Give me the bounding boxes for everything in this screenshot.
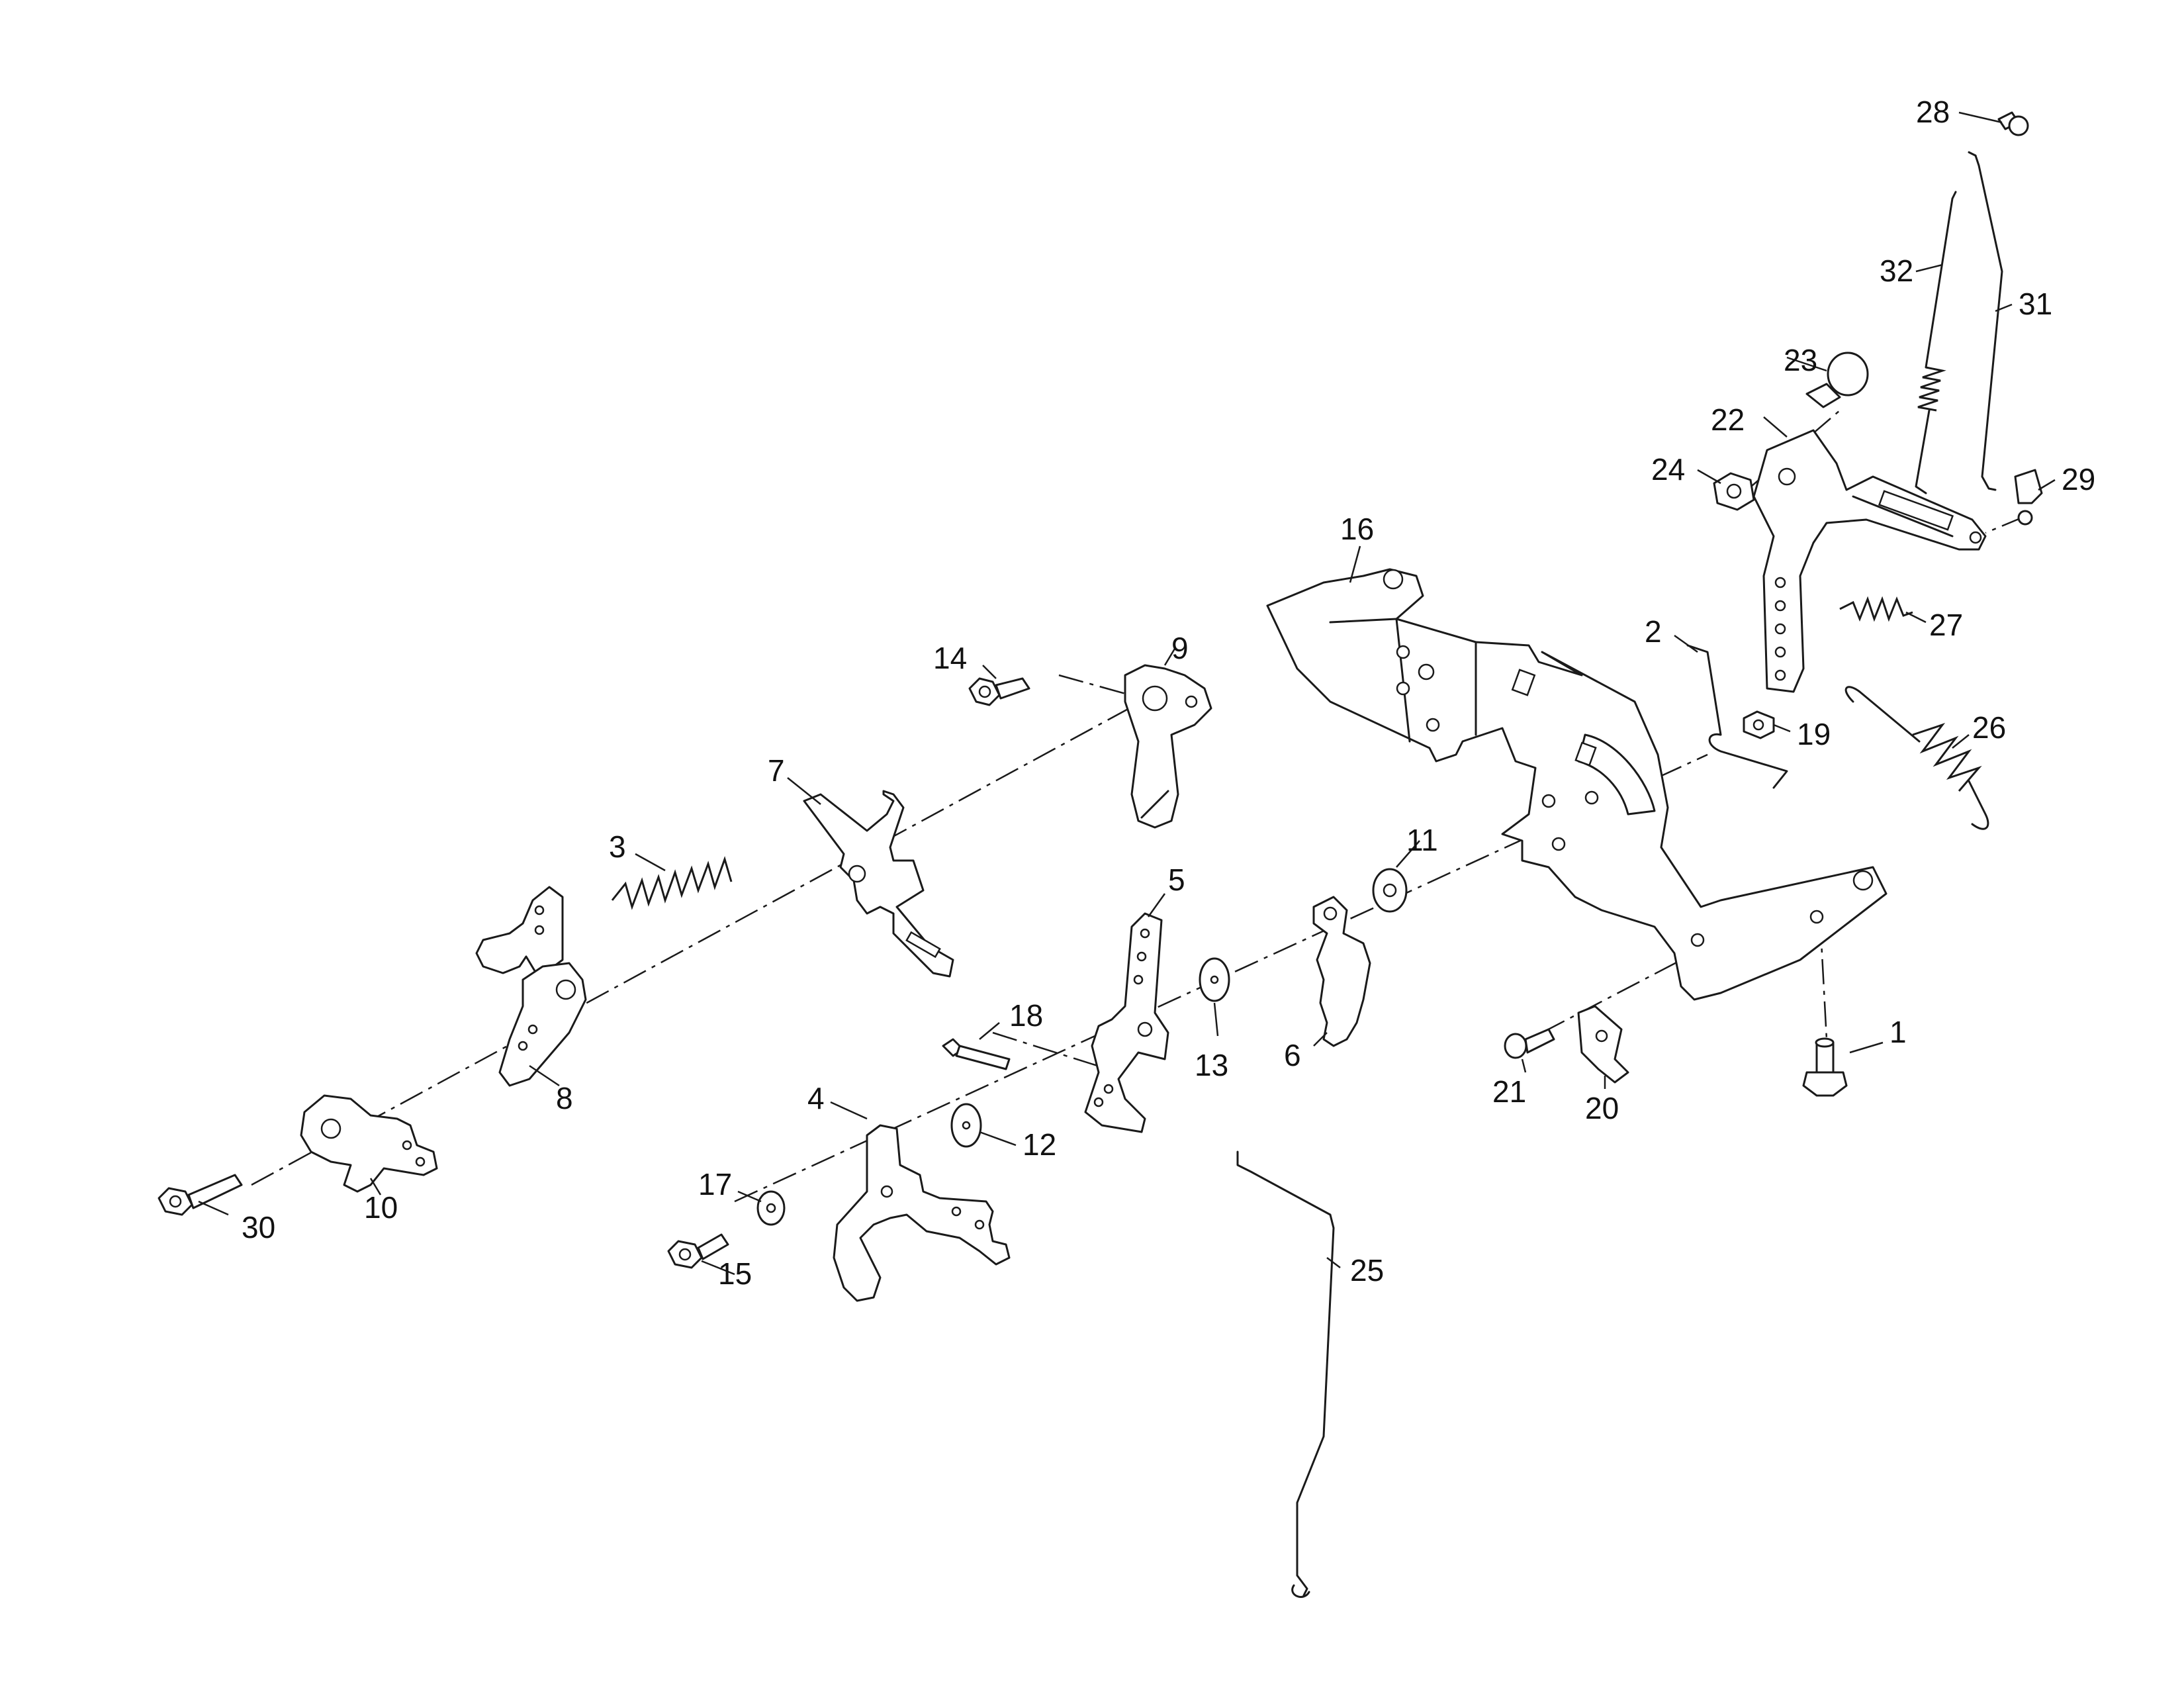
washer-13 <box>1199 957 1230 1002</box>
clip-29 <box>2014 469 2043 526</box>
callout-labels: 1 2 3 4 5 6 7 8 9 10 11 12 13 14 15 16 1… <box>242 95 2095 1291</box>
callout-24: 24 <box>1651 452 1685 487</box>
spring-3 <box>611 856 733 910</box>
callout-2: 2 <box>1645 614 1662 649</box>
wire-spring-2 <box>1686 644 1788 789</box>
callout-6: 6 <box>1284 1038 1301 1072</box>
callout-25: 25 <box>1350 1253 1384 1288</box>
callout-27: 27 <box>1929 608 1963 642</box>
callout-8: 8 <box>556 1081 573 1115</box>
callout-5: 5 <box>1168 863 1185 897</box>
callout-29: 29 <box>2062 462 2095 496</box>
callout-21: 21 <box>1492 1074 1526 1109</box>
pin-18 <box>942 1038 1011 1070</box>
leader-lines <box>198 111 2056 1276</box>
callout-30: 30 <box>242 1210 275 1244</box>
callout-31: 31 <box>2019 287 2052 321</box>
knob <box>1805 352 1869 408</box>
bracket-4 <box>833 1124 1011 1302</box>
washer-11 <box>1372 868 1408 913</box>
lever-8 <box>475 886 587 1087</box>
callout-1: 1 <box>1889 1015 1907 1049</box>
screw-21 <box>1504 1028 1555 1059</box>
clamp-20 <box>1577 1005 1629 1084</box>
callout-13: 13 <box>1195 1048 1228 1082</box>
main-bracket-plate <box>1266 568 1888 1001</box>
lever-5 <box>1084 912 1169 1133</box>
bolt-14 <box>968 677 1030 706</box>
rod-25 <box>1236 1150 1335 1598</box>
callout-10: 10 <box>364 1190 398 1225</box>
callout-7: 7 <box>768 753 785 788</box>
callout-12: 12 <box>1023 1127 1056 1162</box>
washer-12 <box>950 1103 982 1148</box>
callout-9: 9 <box>1171 631 1189 665</box>
callout-14: 14 <box>933 641 967 675</box>
callout-20: 20 <box>1585 1091 1619 1125</box>
callout-3: 3 <box>609 829 626 864</box>
callout-28: 28 <box>1916 95 1950 129</box>
small-bolt-28 <box>1997 111 2029 136</box>
callout-19: 19 <box>1797 717 1831 751</box>
spring-rod-32 <box>1915 191 1957 494</box>
lever-6 <box>1312 896 1371 1047</box>
callout-23: 23 <box>1784 343 1817 377</box>
spring-27 <box>1839 596 1913 622</box>
control-arm <box>1752 429 1987 693</box>
callout-32: 32 <box>1880 254 1913 288</box>
callout-18: 18 <box>1009 998 1043 1033</box>
washer-17 <box>756 1190 786 1226</box>
callout-17: 17 <box>698 1167 732 1201</box>
plate-9 <box>1124 664 1212 829</box>
bolt-1 <box>1802 1037 1848 1097</box>
callout-22: 22 <box>1711 402 1745 437</box>
rod-31 <box>1968 151 2003 491</box>
plate-10 <box>300 1094 438 1193</box>
bolt-15 <box>667 1233 729 1269</box>
callout-15: 15 <box>718 1256 752 1291</box>
callout-16: 16 <box>1340 512 1374 546</box>
nut-24 <box>1713 472 1755 511</box>
callout-4: 4 <box>807 1081 825 1115</box>
callout-11: 11 <box>1406 823 1438 857</box>
nut-19 <box>1743 710 1775 739</box>
spring-26 <box>1844 686 1989 830</box>
bolt-30 <box>158 1174 243 1216</box>
callout-26: 26 <box>1972 710 2006 745</box>
bracket-7 <box>803 790 954 978</box>
